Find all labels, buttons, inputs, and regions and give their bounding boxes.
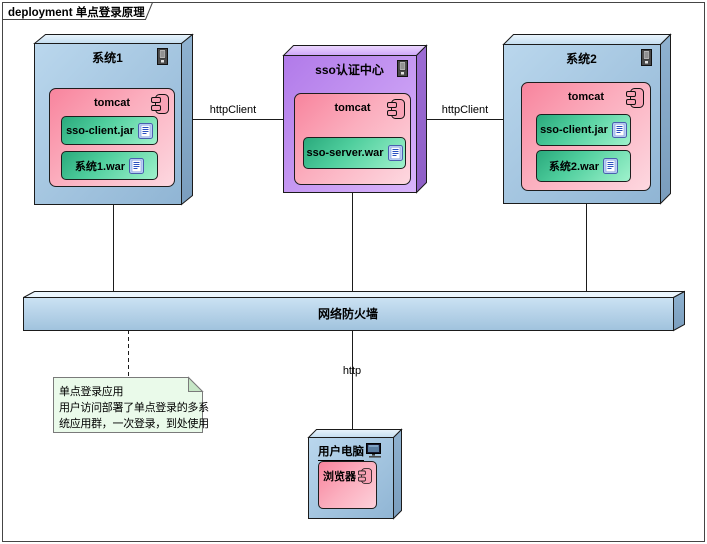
component-tomcat-system2-title: tomcat [567, 91, 605, 103]
artifact-label: sso-server.war [306, 147, 384, 159]
node-sso-center-title-row: sso认证中心 [283, 61, 416, 79]
node-system2-title-row: 系统2 [503, 50, 660, 68]
node-user-pc-title-row: 用户电脑 [308, 443, 393, 461]
node-system2: 系统2 tomcat sso-client.jar [503, 44, 660, 203]
component-tomcat-sso-center: tomcat sso-server.war [294, 93, 411, 185]
document-icon [129, 157, 145, 174]
uml-component-icon [626, 88, 644, 108]
node-system2-title: 系统2 [566, 52, 597, 66]
component-tomcat-system2: tomcat sso-client.jar 系统2.war [521, 82, 651, 191]
uml-component-icon [151, 94, 169, 114]
node-system1-title-row: 系统1 [34, 49, 181, 67]
component-tomcat-sso-center-title: tomcat [334, 102, 371, 114]
artifact-system1-war: 系统1.war [61, 151, 158, 180]
server-tower-icon [641, 49, 652, 66]
node-sso-center: sso认证中心 tomcat sso-server.war [283, 55, 416, 192]
edge-label-httpclient-left: httpClient [209, 104, 257, 116]
server-tower-icon [157, 48, 168, 65]
server-tower-icon [397, 60, 408, 77]
node-user-pc: 用户电脑 浏览器 [308, 437, 393, 518]
note-line-1: 单点登录应用 [59, 386, 124, 398]
uml-component-icon [358, 468, 372, 484]
edge-label-http: http [342, 365, 362, 377]
node-firewall-title: 网络防火墙 [317, 307, 378, 321]
artifact-label: 系统2.war [548, 161, 600, 173]
document-icon [611, 122, 627, 138]
component-browser: 浏览器 [318, 461, 377, 509]
artifact-system2-war: 系统2.war [536, 150, 631, 182]
uml-component-icon [387, 99, 405, 119]
document-icon [603, 158, 619, 174]
note-line-3: 统应用群，一次登录，到处使用 [59, 418, 209, 430]
artifact-label: 系统1.war [74, 160, 126, 173]
component-tomcat-system1-title: tomcat [93, 97, 131, 109]
edge-label-httpclient-right: httpClient [441, 104, 489, 116]
artifact-system1-sso-client-jar: sso-client.jar [61, 116, 158, 145]
document-icon [137, 122, 153, 139]
note-line-2: 用户访问部署了单点登录的多系 [59, 402, 209, 414]
document-icon [387, 145, 403, 161]
node-system1: 系统1 tomcat sso-client.jar [34, 43, 181, 204]
node-user-pc-title: 用户电脑 [318, 443, 364, 461]
artifact-sso-server-war: sso-server.war [303, 137, 406, 169]
node-system1-title: 系统1 [92, 51, 123, 65]
node-sso-center-title: sso认证中心 [315, 63, 384, 77]
note: 单点登录应用 用户访问部署了单点登录的多系 统应用群，一次登录，到处使用 [59, 384, 209, 432]
artifact-system2-sso-client-jar: sso-client.jar [536, 114, 631, 146]
monitor-icon [366, 443, 381, 458]
artifact-label: sso-client.jar [66, 124, 134, 137]
component-browser-title: 浏览器 [323, 471, 356, 483]
frame-title: deployment 单点登录原理 [8, 7, 145, 19]
component-tomcat-system1: tomcat sso-client.jar 系统1.war [49, 88, 175, 187]
artifact-label: sso-client.jar [540, 124, 608, 136]
node-firewall: 网络防火墙 [23, 297, 673, 330]
